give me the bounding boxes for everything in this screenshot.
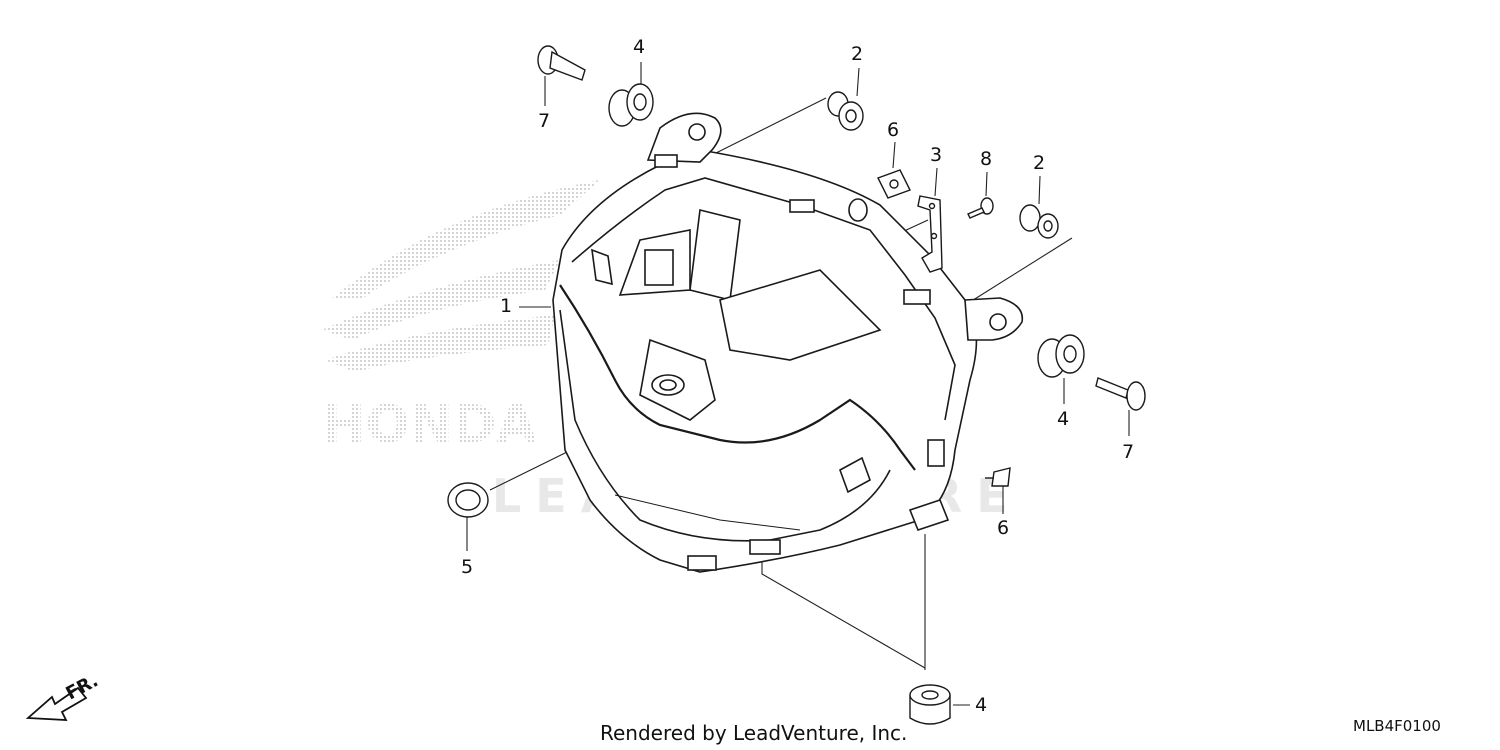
clip-6-right [985, 467, 1011, 487]
diagram-code: MLB4F0100 [1353, 717, 1441, 735]
callout-3: 3 [930, 144, 943, 166]
bracket-3 [917, 195, 943, 273]
bolt-7-right [1095, 377, 1146, 411]
callout-2-top: 2 [851, 43, 864, 65]
screw-8 [967, 197, 994, 219]
bolt-7-top [537, 45, 586, 81]
callout-2-right: 2 [1033, 152, 1046, 174]
grommet-5 [447, 482, 489, 518]
honda-watermark-text: HONDA [322, 395, 537, 455]
callout-6-top: 6 [887, 119, 900, 141]
callout-4-right: 4 [1057, 408, 1070, 430]
grommet-4-right [1037, 334, 1085, 378]
credit-text: Rendered by LeadVenture, Inc. [600, 721, 908, 745]
callout-7-top: 7 [538, 110, 551, 132]
grommet-4-top [608, 83, 654, 127]
honda-watermark: HONDA [322, 180, 600, 455]
clip-nut-6-top [877, 169, 911, 199]
callout-5: 5 [461, 556, 474, 578]
callout-4-bottom: 4 [975, 694, 988, 716]
collar-2-top [827, 91, 864, 131]
headlight-housing [552, 112, 1024, 573]
callout-1: 1 [500, 295, 513, 317]
grommet-4-bottom [909, 684, 951, 725]
callout-7-right: 7 [1122, 441, 1135, 463]
fr-arrow-icon: FR. [25, 670, 102, 721]
collar-2-right [1019, 204, 1059, 239]
callout-8: 8 [980, 148, 993, 170]
callout-6-right: 6 [997, 517, 1010, 539]
callout-4-top: 4 [633, 36, 646, 58]
